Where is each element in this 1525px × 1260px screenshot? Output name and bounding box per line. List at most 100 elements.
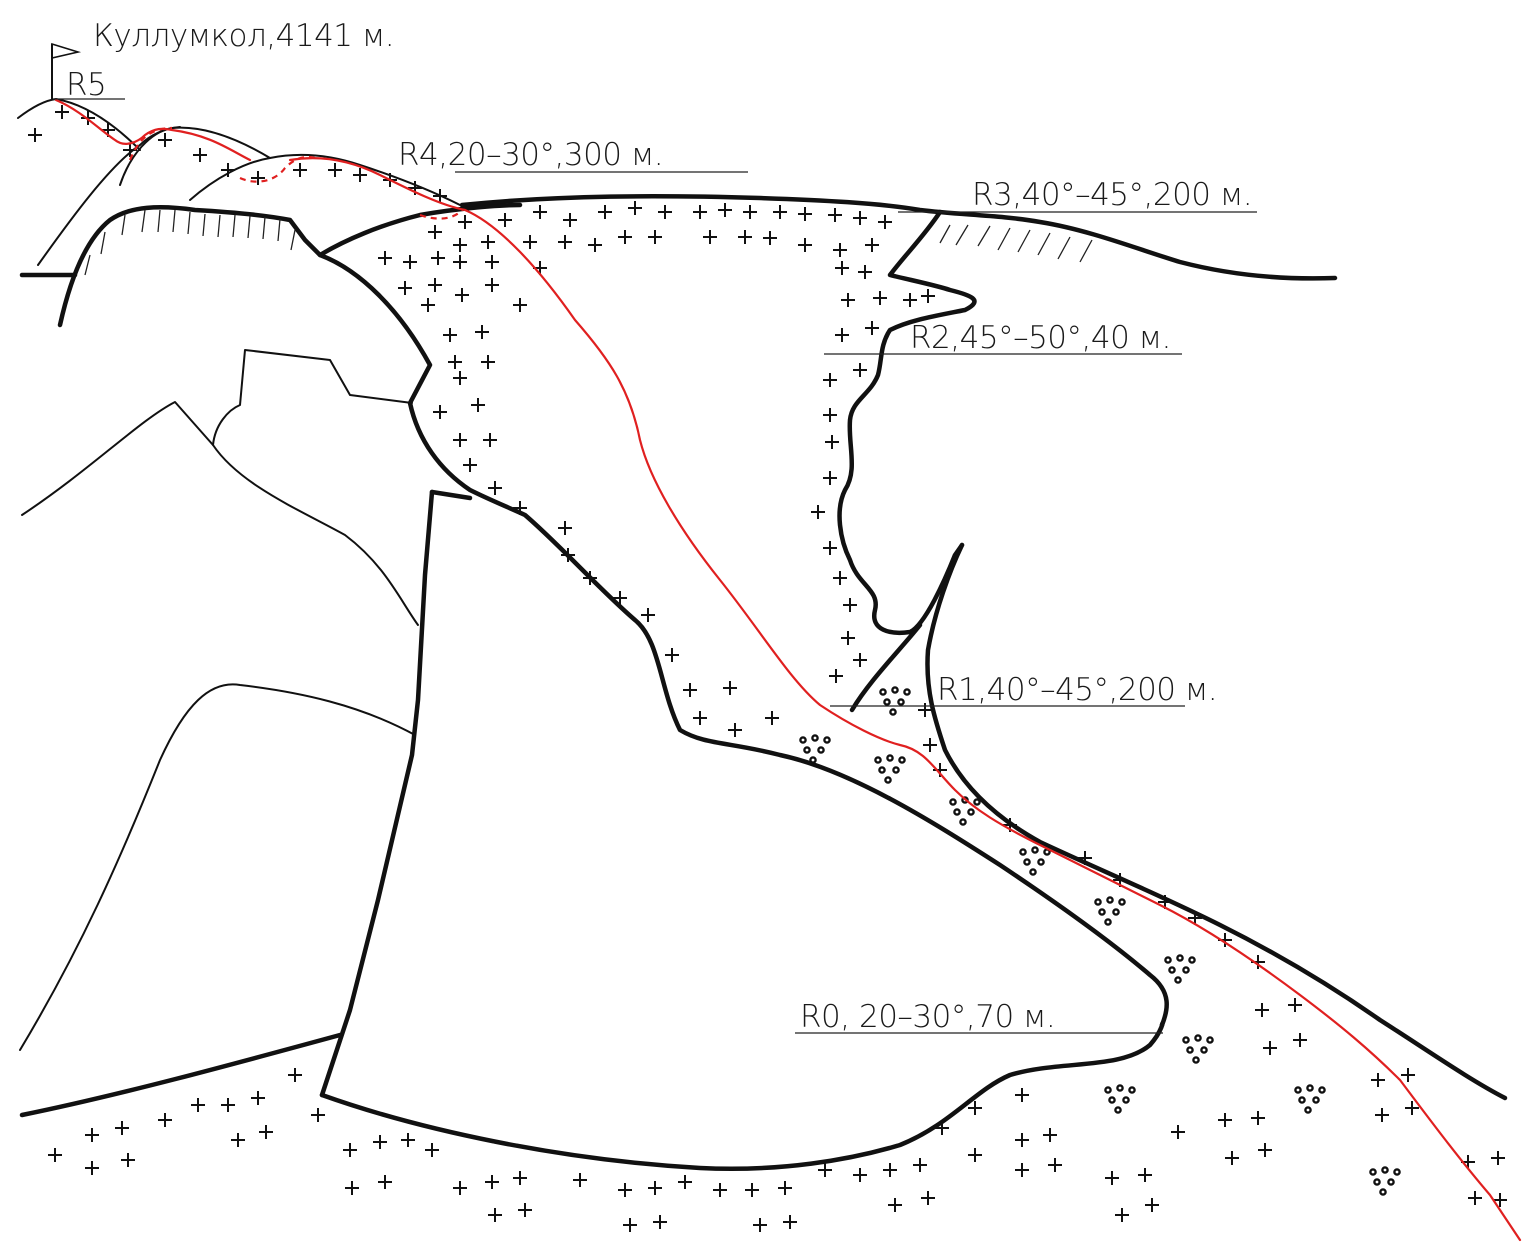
scree-dot [803,746,811,754]
snow-mark [835,261,849,275]
snow-mark [523,235,537,249]
snow-mark [345,1181,359,1195]
scree-dot [1023,858,1031,866]
snow-mark [455,288,469,302]
scree-dot [892,766,900,774]
snow-mark [1371,1073,1385,1087]
snow-mark [28,128,42,142]
snow-mark [328,163,342,177]
scree-dot [1108,1096,1116,1104]
scree-dot [883,698,891,706]
snow-mark [1171,1125,1185,1139]
snow-mark [829,669,843,683]
snow-mark [458,215,472,229]
snow-mark [718,203,732,217]
snow-mark [463,458,477,472]
snow-mark [471,398,485,412]
snow-mark [1493,1193,1507,1207]
snow-mark [1293,1033,1307,1047]
scree-dot [1106,896,1114,904]
scree-dot [1200,1046,1208,1054]
scree-dot [1174,976,1182,984]
snow-mark [833,243,847,257]
snow-mark [55,105,69,119]
snow-mark [738,230,752,244]
scree-dot [1312,1096,1320,1104]
snow-mark [888,1198,902,1212]
snow-mark [828,208,842,222]
snow-mark [485,278,499,292]
snow-mark [1115,1208,1129,1222]
snow-mark [513,1171,527,1185]
scree-dot [799,736,807,744]
snow-mark [1401,1068,1415,1082]
scree-dot [1031,846,1039,854]
snow-mark [1105,1171,1119,1185]
snow-mark [628,201,642,215]
scree-dot [1194,1034,1202,1042]
snow-mark [425,1143,439,1157]
scree-dot [1168,966,1176,974]
snow-mark [453,255,467,269]
snow-mark [818,1163,832,1177]
station-label-r4: R4,20–30°,300 м. [398,137,663,173]
snow-mark [85,1128,99,1142]
snow-mark [251,1091,265,1105]
scree-dot [1298,1096,1306,1104]
snow-mark [488,1208,502,1222]
snow-mark [833,571,847,585]
scree-dot [949,798,957,806]
snow-mark [873,291,887,305]
route-line [54,98,1522,1242]
scree-dot [959,818,967,826]
snow-mark [765,711,779,725]
scree-dot [1381,1166,1389,1174]
snow-mark [378,251,392,265]
snow-mark [743,205,757,219]
scree-dot [874,756,882,764]
station-label-r1: R1,40°–45°,200 м. [937,672,1217,708]
snow-mark [778,1181,792,1195]
scree-dot [1393,1168,1401,1176]
snow-mark [878,215,892,229]
scree-dot [823,736,831,744]
snow-mark [713,1183,727,1197]
snow-mark [798,207,812,221]
scree-dot [879,688,887,696]
snow-mark [773,205,787,219]
summit-label: Куллумкол,4141 м. [93,18,394,54]
snow-mark [1218,1113,1232,1127]
scree-dot [1112,908,1120,916]
snow-mark [841,631,855,645]
labels: Куллумкол,4141 м. R5 R4,20–30°,300 м. R3… [66,18,1253,1035]
snow-mark [913,1158,927,1172]
scree-dot [884,776,892,784]
snow-mark [653,1215,667,1229]
snow-mark [1225,1151,1239,1165]
snow-mark [1405,1101,1419,1115]
snow-mark [558,235,572,249]
scree-dot [1098,908,1106,916]
snow-mark [231,1133,245,1147]
scree-dot [1094,898,1102,906]
snow-mark [865,238,879,252]
snow-mark [563,213,577,227]
snow-mark [259,1125,273,1139]
scree-dot [1306,1084,1314,1092]
snow-mark [783,1215,797,1229]
snow-mark [401,1133,415,1147]
snow-mark [398,281,412,295]
scree-dot [1206,1036,1214,1044]
snow-mark [811,505,825,519]
snow-mark [498,213,512,227]
snow-mark [421,298,435,312]
snow-mark [293,163,307,177]
snow-mark [753,1218,767,1232]
snow-mark [623,1218,637,1232]
scree-dot [1192,1056,1200,1064]
snow-mark [703,230,717,244]
scree-dot [886,754,894,762]
snow-mark [903,293,917,307]
snow-mark [428,278,442,292]
snow-mark [221,163,235,177]
